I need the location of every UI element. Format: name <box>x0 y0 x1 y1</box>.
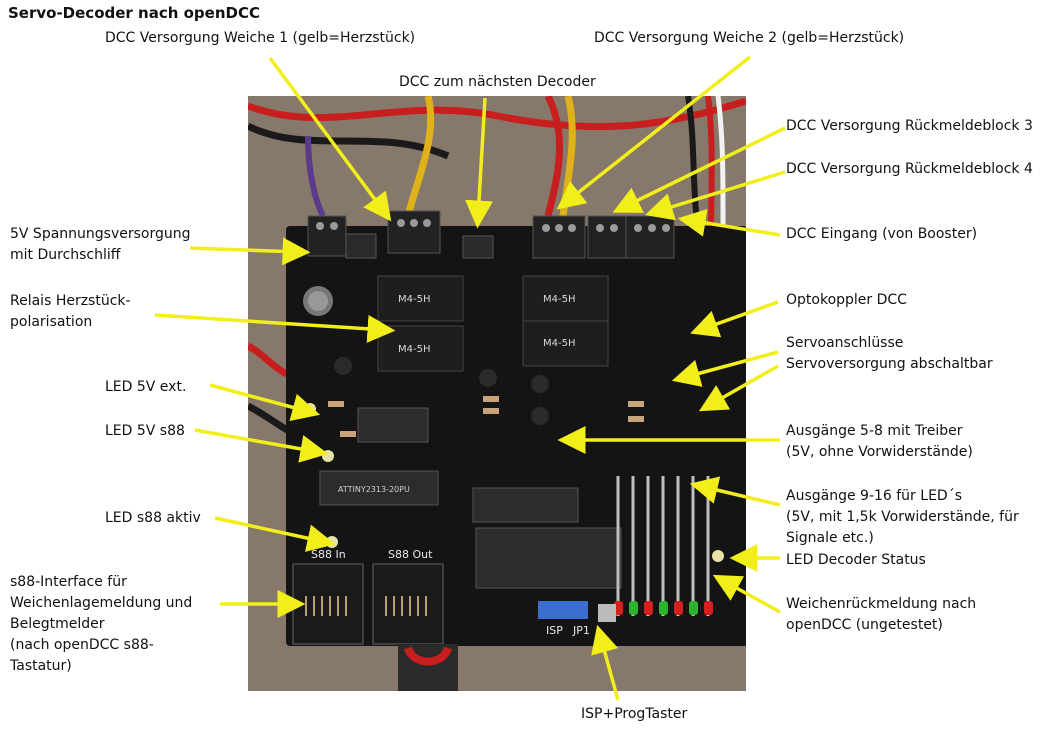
page-title: Servo-Decoder nach openDCC <box>8 4 260 22</box>
label-s88-line3: Belegtmelder <box>10 616 105 632</box>
ic-label: ATTINY2313-20PU <box>338 485 410 494</box>
label-feedback-line1: Weichenrückmeldung nach <box>786 596 977 612</box>
relay-label: M4-5H <box>398 294 430 305</box>
label-relais-line1: Relais Herzstück- <box>10 293 131 309</box>
label-s88-line5: Tastatur) <box>10 658 72 674</box>
label-dcc-block3: DCC Versorgung Rückmeldeblock 3 <box>786 118 1033 134</box>
relay-label: M4-5H <box>543 294 575 305</box>
label-outputs-9-16-line1: Ausgänge 9-16 für LED´s <box>786 488 962 504</box>
label-led-5v-ext: LED 5V ext. <box>105 379 187 395</box>
label-outputs-9-16: Ausgänge 9-16 für LED´s (5V, mit 1,5k Vo… <box>786 486 1019 549</box>
label-servo: Servoanschlüsse Servoversorgung abschalt… <box>786 333 993 375</box>
relay-label: M4-5H <box>398 344 430 355</box>
label-relais: Relais Herzstück- polarisation <box>10 291 131 333</box>
jp1-label: JP1 <box>572 624 590 637</box>
label-servo-line2: Servoversorgung abschaltbar <box>786 356 993 372</box>
label-s88-line2: Weichenlagemeldung und <box>10 595 193 611</box>
label-relais-line2: polarisation <box>10 314 93 330</box>
label-dcc-weiche2: DCC Versorgung Weiche 2 (gelb=Herzstück) <box>594 30 905 46</box>
relay-label: M4-5H <box>543 338 575 349</box>
label-led-s88-active: LED s88 aktiv <box>105 510 201 526</box>
label-outputs-9-16-line2: (5V, mit 1,5k Vorwiderstände, für <box>786 509 1019 525</box>
pcb-photo: M4-5H M4-5H M4-5H M4-5H ATTINY2313-20PU <box>248 96 746 691</box>
label-outputs-5-8-line1: Ausgänge 5-8 mit Treiber <box>786 423 963 439</box>
label-outputs-5-8: Ausgänge 5-8 mit Treiber (5V, ohne Vorwi… <box>786 421 973 463</box>
label-feedback-line2: openDCC (ungetestet) <box>786 617 943 633</box>
label-dcc-next-decoder: DCC zum nächsten Decoder <box>399 74 596 90</box>
label-dcc-input: DCC Eingang (von Booster) <box>786 226 978 242</box>
isp-label: ISP <box>546 624 563 637</box>
label-led-status: LED Decoder Status <box>786 552 926 568</box>
s88-out-label: S88 Out <box>388 548 433 561</box>
label-feedback: Weichenrückmeldung nach openDCC (ungetes… <box>786 594 976 636</box>
label-power-5v: 5V Spannungsversorgung mit Durchschliff <box>10 224 191 266</box>
label-opto: Optokoppler DCC <box>786 292 907 308</box>
label-outputs-9-16-line3: Signale etc.) <box>786 530 874 546</box>
label-power-5v-line2: mit Durchschliff <box>10 247 121 263</box>
label-outputs-5-8-line2: (5V, ohne Vorwiderstände) <box>786 444 973 460</box>
label-power-5v-line1: 5V Spannungsversorgung <box>10 226 191 242</box>
label-s88-interface: s88-Interface für Weichenlagemeldung und… <box>10 572 192 677</box>
label-dcc-weiche1: DCC Versorgung Weiche 1 (gelb=Herzstück) <box>105 30 416 46</box>
label-isp-progtaster: ISP+ProgTaster <box>581 706 688 722</box>
label-servo-line1: Servoanschlüsse <box>786 335 904 351</box>
label-s88-line1: s88-Interface für <box>10 574 127 590</box>
label-led-5v-s88: LED 5V s88 <box>105 423 185 439</box>
label-s88-line4: (nach openDCC s88- <box>10 637 154 653</box>
label-dcc-block4: DCC Versorgung Rückmeldeblock 4 <box>786 161 1033 177</box>
